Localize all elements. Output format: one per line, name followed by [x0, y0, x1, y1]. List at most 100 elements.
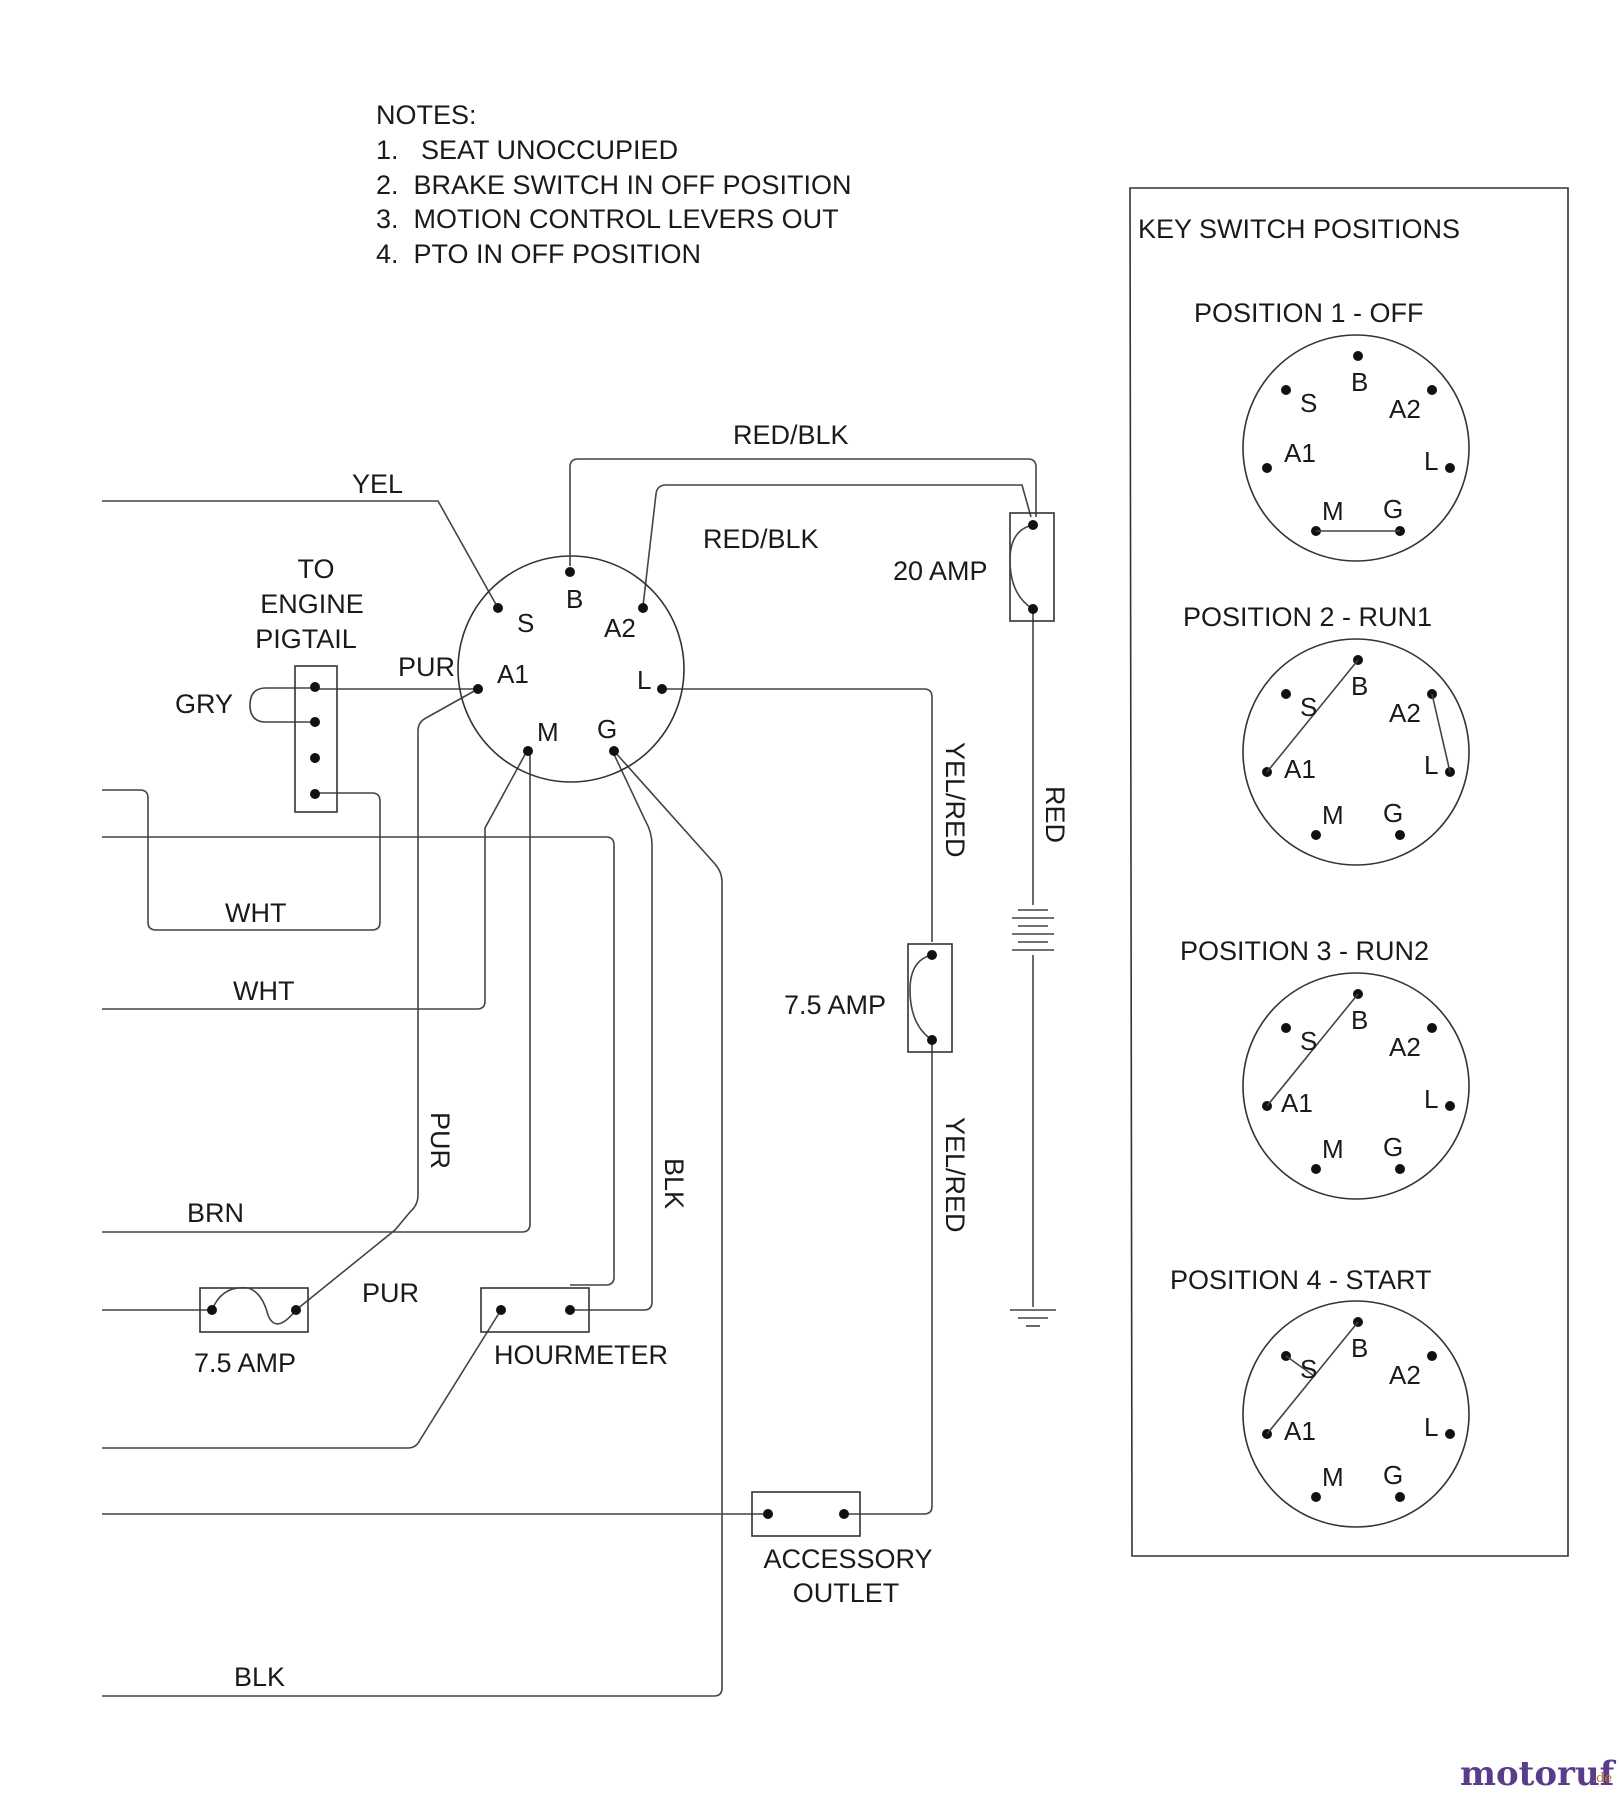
fuse-75-right-pin-top: [927, 950, 937, 960]
position-1-title: POSITION 1 - OFF: [1194, 298, 1424, 328]
p4-label-a2: A2: [1389, 1360, 1421, 1390]
position-1-switch: [1242, 334, 1470, 562]
position-4-link-s: [1285, 1355, 1315, 1377]
key-panel-frame: [1129, 187, 1569, 1557]
wire-yel-red-lower: [844, 1042, 933, 1515]
p3-label-g: G: [1383, 1132, 1403, 1162]
wires: [102, 458, 1037, 1697]
fuse-75-left-label: 7.5 AMP: [194, 1348, 296, 1378]
notes-title: NOTES:: [376, 100, 477, 130]
key-switch-body: [457, 555, 685, 783]
pigtail-pin-3: [310, 753, 320, 763]
pigtail-label-1: TO: [297, 554, 334, 584]
label-pur-fuse: PUR: [362, 1278, 419, 1308]
label-red-blk-inner: RED/BLK: [703, 524, 819, 554]
terminal-g: [609, 746, 619, 756]
position-2-link-a2-l: [1431, 693, 1451, 773]
wire-blk-bottom: [102, 750, 723, 1697]
brand-watermark: motoruf .de: [1460, 1754, 1617, 1794]
wire-wht-1: [102, 789, 381, 931]
p2-label-g: G: [1383, 798, 1403, 828]
accessory-label-2: OUTLET: [793, 1578, 900, 1608]
note-2: 2. BRAKE SWITCH IN OFF POSITION: [376, 170, 852, 200]
label-pur-lower: PUR: [425, 1112, 455, 1169]
fuse-20-amp: 20 AMP: [893, 512, 1055, 622]
p2-label-l: L: [1424, 750, 1438, 780]
hourmeter-label: HOURMETER: [494, 1340, 668, 1370]
pigtail-pin-2: [310, 717, 320, 727]
fuse-75-right-box: [907, 943, 953, 1053]
p4-label-s: S: [1300, 1354, 1317, 1384]
label-red: RED: [1040, 786, 1070, 843]
accessory-outlet: ACCESSORY OUTLET: [751, 1491, 933, 1608]
label-blk-vertical: BLK: [659, 1158, 689, 1209]
wire-brn: [102, 750, 531, 1233]
wire-gry-loop: [249, 687, 312, 723]
p3-label-a2: A2: [1389, 1032, 1421, 1062]
p4-label-l: L: [1424, 1412, 1438, 1442]
position-3-title: POSITION 3 - RUN2: [1180, 936, 1429, 966]
terminal-l-label: L: [637, 665, 651, 695]
position-3-link-a1-b: [1266, 993, 1359, 1107]
fuse-75-left-pin-1: [207, 1305, 217, 1315]
accessory-label-1: ACCESSORY: [763, 1544, 932, 1574]
wire-hourmeter-left: [102, 1309, 502, 1449]
key-switch-positions-panel: KEY SWITCH POSITIONS POSITION 1 - OFF S …: [1129, 187, 1569, 1557]
fuse-20-pin-top: [1028, 520, 1038, 530]
fuse-20-pin-bottom: [1028, 604, 1038, 614]
terminal-l: [657, 684, 667, 694]
fuse-75-right-pin-bottom: [927, 1035, 937, 1045]
fuse-75-left-element: [211, 1286, 297, 1325]
wire-red-blk-inner: [642, 484, 1032, 607]
pigtail-pin-1: [310, 682, 320, 692]
notes-block: NOTES: 1. SEAT UNOCCUPIED 2. BRAKE SWITC…: [376, 100, 852, 269]
p4-label-g: G: [1383, 1460, 1403, 1490]
hourmeter-pin-1: [496, 1305, 506, 1315]
accessory-outlet-box: [751, 1491, 861, 1537]
terminal-b-label: B: [566, 584, 583, 614]
position-4-link-a1-b: [1266, 1321, 1359, 1435]
label-blk-bottom: BLK: [234, 1662, 285, 1692]
accessory-pin-2: [839, 1509, 849, 1519]
label-yel-red-upper: YEL/RED: [940, 742, 970, 858]
accessory-pin-1: [763, 1509, 773, 1519]
position-4-switch: [1242, 1300, 1470, 1528]
position-4-title: POSITION 4 - START: [1170, 1265, 1432, 1295]
fuse-7-5-amp-left: 7.5 AMP: [194, 1286, 309, 1378]
label-brn: BRN: [187, 1198, 244, 1228]
pigtail-label-2: ENGINE: [260, 589, 364, 619]
fuse-20-element: [1009, 524, 1034, 610]
p1-label-a2: A2: [1389, 394, 1421, 424]
fuse-75-right-element: [909, 954, 933, 1041]
ground-symbol: [1010, 1309, 1056, 1327]
fuse-75-left-pin-2: [291, 1305, 301, 1315]
hourmeter-box: [480, 1287, 590, 1333]
p3-label-a1: A1: [1281, 1088, 1313, 1118]
label-red-blk-top: RED/BLK: [733, 420, 849, 450]
terminal-a1: [473, 684, 483, 694]
fuse-20-label: 20 AMP: [893, 556, 988, 586]
position-3-switch: [1242, 972, 1470, 1200]
position-2-run1: POSITION 2 - RUN1 S B A2 A1 L M G: [1183, 602, 1470, 866]
fuse-75-right-label: 7.5 AMP: [784, 990, 886, 1020]
note-3: 3. MOTION CONTROL LEVERS OUT: [376, 204, 839, 234]
terminal-s-label: S: [517, 608, 534, 638]
brand-logo-text: motoruf: [1460, 1754, 1617, 1794]
terminal-b: [565, 567, 575, 577]
position-2-switch: [1242, 638, 1470, 866]
battery-symbol: [1012, 909, 1054, 951]
label-pur-a1: PUR: [398, 652, 455, 682]
p3-label-m: M: [1322, 1134, 1344, 1164]
wire-wht-cross: [102, 836, 615, 1286]
p3-label-l: L: [1424, 1084, 1438, 1114]
wire-pur-lower: [295, 689, 477, 1311]
p3-label-b: B: [1351, 1005, 1368, 1035]
pigtail-pin-4: [310, 789, 320, 799]
pigtail-label-3: PIGTAIL: [255, 624, 357, 654]
pigtail-connector-box: [294, 665, 338, 813]
hourmeter-pin-2: [565, 1305, 575, 1315]
p4-label-b: B: [1351, 1333, 1368, 1363]
p1-label-l: L: [1424, 446, 1438, 476]
label-wht-2: WHT: [233, 976, 294, 1006]
